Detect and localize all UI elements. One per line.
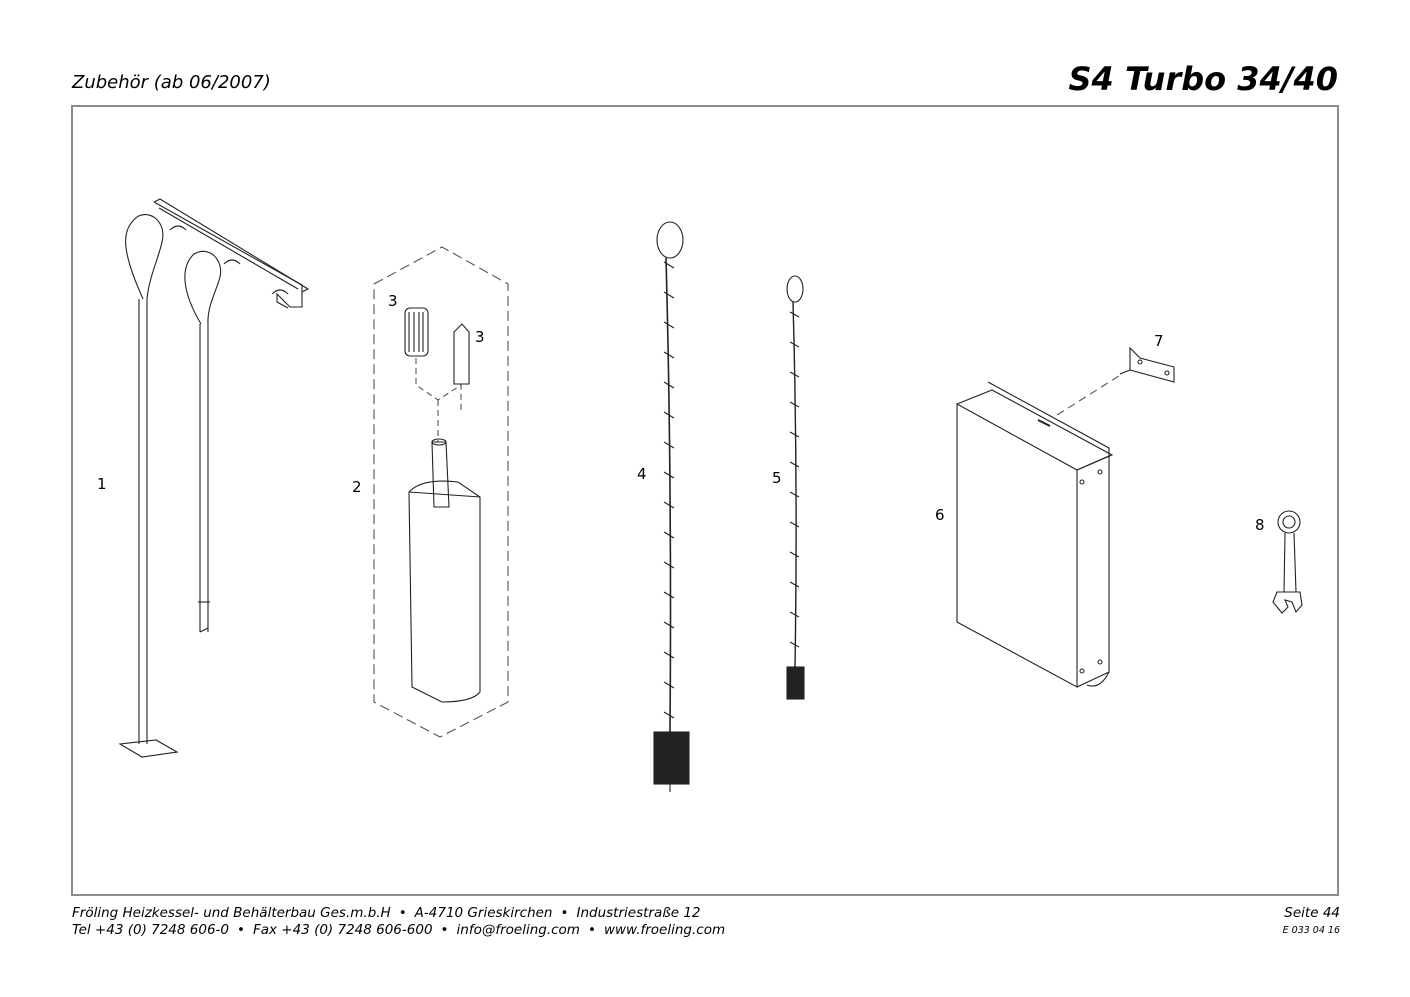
part-label-8: 8: [1255, 516, 1265, 534]
exploded-drawing: [118, 198, 1303, 792]
part-label-4: 4: [637, 465, 647, 483]
flue-brush-short-illustration: [786, 275, 805, 700]
footer-company-line: Fröling Heizkessel- und Behälterbau Ges.…: [72, 905, 701, 921]
separator-dot: •: [237, 922, 245, 938]
spanner-illustration: [1272, 510, 1303, 614]
tool-box-illustration: [956, 381, 1114, 688]
poker-set-illustration: [118, 198, 310, 758]
document-number: E 033 04 16: [1282, 925, 1340, 936]
company-city: A-4710 Grieskirchen: [414, 905, 553, 921]
separator-dot: •: [560, 905, 569, 921]
ash-brush-illustration: [373, 246, 509, 738]
part-label-5: 5: [772, 469, 782, 487]
company-email: info@froeling.com: [456, 922, 580, 938]
drawing-frame: 1 2 3 3 4 5 6 7 8: [71, 105, 1339, 896]
footer-contact-line: Tel +43 (0) 7248 606-0 • Fax +43 (0) 7248 …: [72, 922, 725, 938]
part-label-3b: 3: [475, 328, 485, 346]
company-phone: Tel +43 (0) 7248 606-0: [72, 922, 229, 938]
part-label-6: 6: [935, 506, 945, 524]
separator-dot: •: [587, 922, 596, 938]
wall-bracket-illustration: [1056, 346, 1175, 416]
company-fax: Fax +43 (0) 7248 606-600: [252, 922, 433, 938]
page-number: Seite 44: [1284, 905, 1340, 921]
part-label-2: 2: [352, 478, 362, 496]
company-name: Fröling Heizkessel- und Behälterbau Ges.…: [72, 905, 391, 921]
part-label-1: 1: [97, 475, 107, 493]
flue-brush-long-illustration: [653, 221, 690, 792]
page-title: S4 Turbo 34/40: [1068, 60, 1339, 98]
page-subtitle: Zubehör (ab 06/2007): [72, 72, 271, 93]
company-street: Industriestraße 12: [576, 905, 701, 921]
part-label-7: 7: [1154, 332, 1164, 350]
company-website: www.froeling.com: [603, 922, 726, 938]
separator-dot: •: [440, 922, 449, 938]
separator-dot: •: [398, 905, 407, 921]
part-label-3a: 3: [388, 292, 398, 310]
